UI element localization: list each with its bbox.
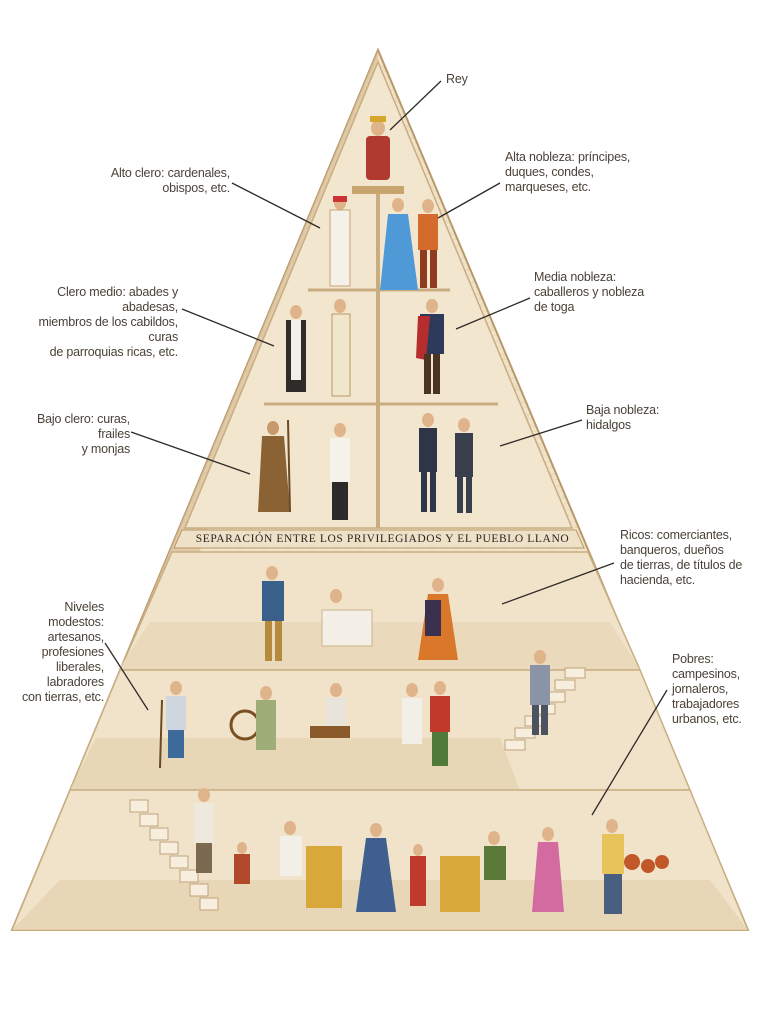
figure-alta-nobleza-noble bbox=[418, 199, 438, 288]
label-ricos-line: hacienda, etc. bbox=[620, 573, 696, 587]
label-bajo-clero-line: y monjas bbox=[81, 442, 131, 456]
label-ricos-line: banqueros, dueños bbox=[620, 543, 724, 557]
leader-lines bbox=[104, 80, 668, 816]
figure-hidalgo-1 bbox=[419, 413, 437, 512]
label-pobres-line: trabajadores bbox=[672, 697, 740, 711]
separation-label: SEPARACIÓN ENTRE LOS PRIVILEGIADOS Y EL … bbox=[195, 533, 570, 545]
figure-clero-medio bbox=[331, 299, 351, 397]
modestos-ground bbox=[70, 738, 520, 790]
ricos-ground bbox=[118, 622, 640, 670]
figure-banquero bbox=[321, 589, 373, 647]
figure-abad bbox=[286, 305, 306, 392]
label-niveles-modestos-line: Niveles modestos: bbox=[48, 600, 104, 629]
figure-subiendo-escalera bbox=[530, 650, 550, 735]
label-clero-medio: Clero medio: abades y abadesas, miembros… bbox=[20, 285, 178, 360]
label-niveles-modestos-line: liberales, labradores bbox=[46, 660, 104, 689]
label-alta-nobleza-line: Alta nobleza: príncipes, bbox=[505, 150, 631, 164]
figure-hilandera bbox=[229, 686, 276, 750]
label-baja-nobleza: Baja nobleza: hidalgos bbox=[586, 403, 686, 433]
label-niveles-modestos-line: artesanos, bbox=[47, 630, 105, 644]
figure-rey bbox=[366, 116, 390, 180]
figure-hidalgo-2 bbox=[455, 418, 473, 513]
label-alto-clero-line: Alto clero: cardenales, bbox=[110, 166, 230, 180]
figure-dama-rica bbox=[418, 578, 458, 660]
label-ricos: Ricos: comerciantes, banqueros, dueños d… bbox=[620, 528, 760, 588]
label-niveles-modestos: Niveles modestos: artesanos, profesiones… bbox=[8, 600, 104, 705]
label-pobres: Pobres: campesinos, jornaleros, trabajad… bbox=[672, 652, 762, 727]
label-clero-medio-line: Clero medio: abades y abadesas, bbox=[57, 285, 178, 314]
label-alto-clero-line: obispos, etc. bbox=[162, 181, 230, 195]
label-baja-nobleza-line: Baja nobleza: bbox=[586, 403, 660, 417]
label-baja-nobleza-line: hidalgos bbox=[586, 418, 631, 432]
label-ricos-line: Ricos: comerciantes, bbox=[620, 528, 733, 542]
figure-alta-nobleza-dama bbox=[380, 198, 418, 290]
label-alta-nobleza: Alta nobleza: príncipes, duques, condes,… bbox=[505, 150, 655, 195]
label-media-nobleza-line: caballeros y nobleza bbox=[534, 285, 644, 299]
label-alta-nobleza-line: marqueses, etc. bbox=[505, 180, 591, 194]
label-bajo-clero-line: Bajo clero: curas, frailes bbox=[37, 412, 130, 441]
label-ricos-line: de tierras, de títulos de bbox=[620, 558, 743, 572]
label-alto-clero: Alto clero: cardenales, obispos, etc. bbox=[90, 166, 230, 196]
stairs-left bbox=[129, 799, 219, 911]
label-pobres-line: jornaleros, bbox=[672, 682, 729, 696]
figure-artesanos bbox=[402, 681, 450, 766]
label-clero-medio-line: miembros de los cabildos, curas bbox=[38, 315, 178, 344]
figure-comerciante bbox=[262, 566, 284, 661]
label-pobres-line: Pobres: bbox=[672, 652, 714, 666]
throne-platform bbox=[352, 186, 404, 194]
label-media-nobleza-line: Media nobleza: bbox=[534, 270, 616, 284]
figure-cardenal bbox=[329, 196, 351, 287]
figure-fraile bbox=[258, 419, 291, 513]
figure-jornaleros bbox=[234, 819, 669, 914]
figure-carpintero bbox=[310, 683, 350, 738]
label-media-nobleza-line: de toga bbox=[534, 300, 575, 314]
label-bajo-clero: Bajo clero: curas, frailes y monjas bbox=[10, 412, 130, 457]
label-rey: Rey bbox=[446, 72, 468, 86]
figure-campesino-escalera bbox=[194, 788, 214, 873]
label-media-nobleza: Media nobleza: caballeros y nobleza de t… bbox=[534, 270, 674, 315]
label-clero-medio-line: de parroquias ricas, etc. bbox=[49, 345, 179, 359]
label-alta-nobleza-line: duques, condes, bbox=[505, 165, 594, 179]
figure-cura bbox=[330, 423, 350, 520]
label-pobres-line: urbanos, etc. bbox=[672, 712, 742, 726]
label-niveles-modestos-line: con tierras, etc. bbox=[21, 690, 104, 704]
separation-band bbox=[173, 529, 585, 549]
figure-caballero bbox=[416, 299, 444, 394]
label-niveles-modestos-line: profesiones bbox=[41, 645, 105, 659]
figure-labrador bbox=[159, 681, 186, 769]
label-pobres-line: campesinos, bbox=[672, 667, 740, 681]
